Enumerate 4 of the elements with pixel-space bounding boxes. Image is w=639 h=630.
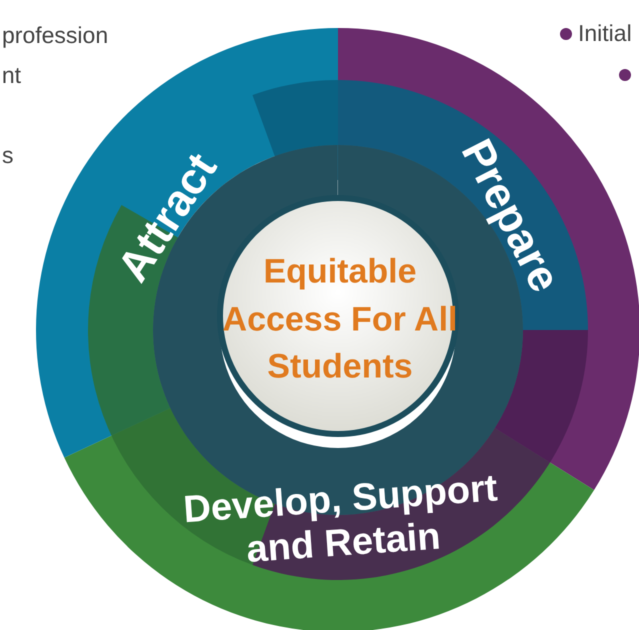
list-item-text: Initial bbox=[578, 20, 632, 47]
list-item-text: profession bbox=[2, 22, 108, 49]
list-item-text: nt bbox=[2, 62, 21, 89]
list-item-text: s bbox=[2, 142, 14, 169]
